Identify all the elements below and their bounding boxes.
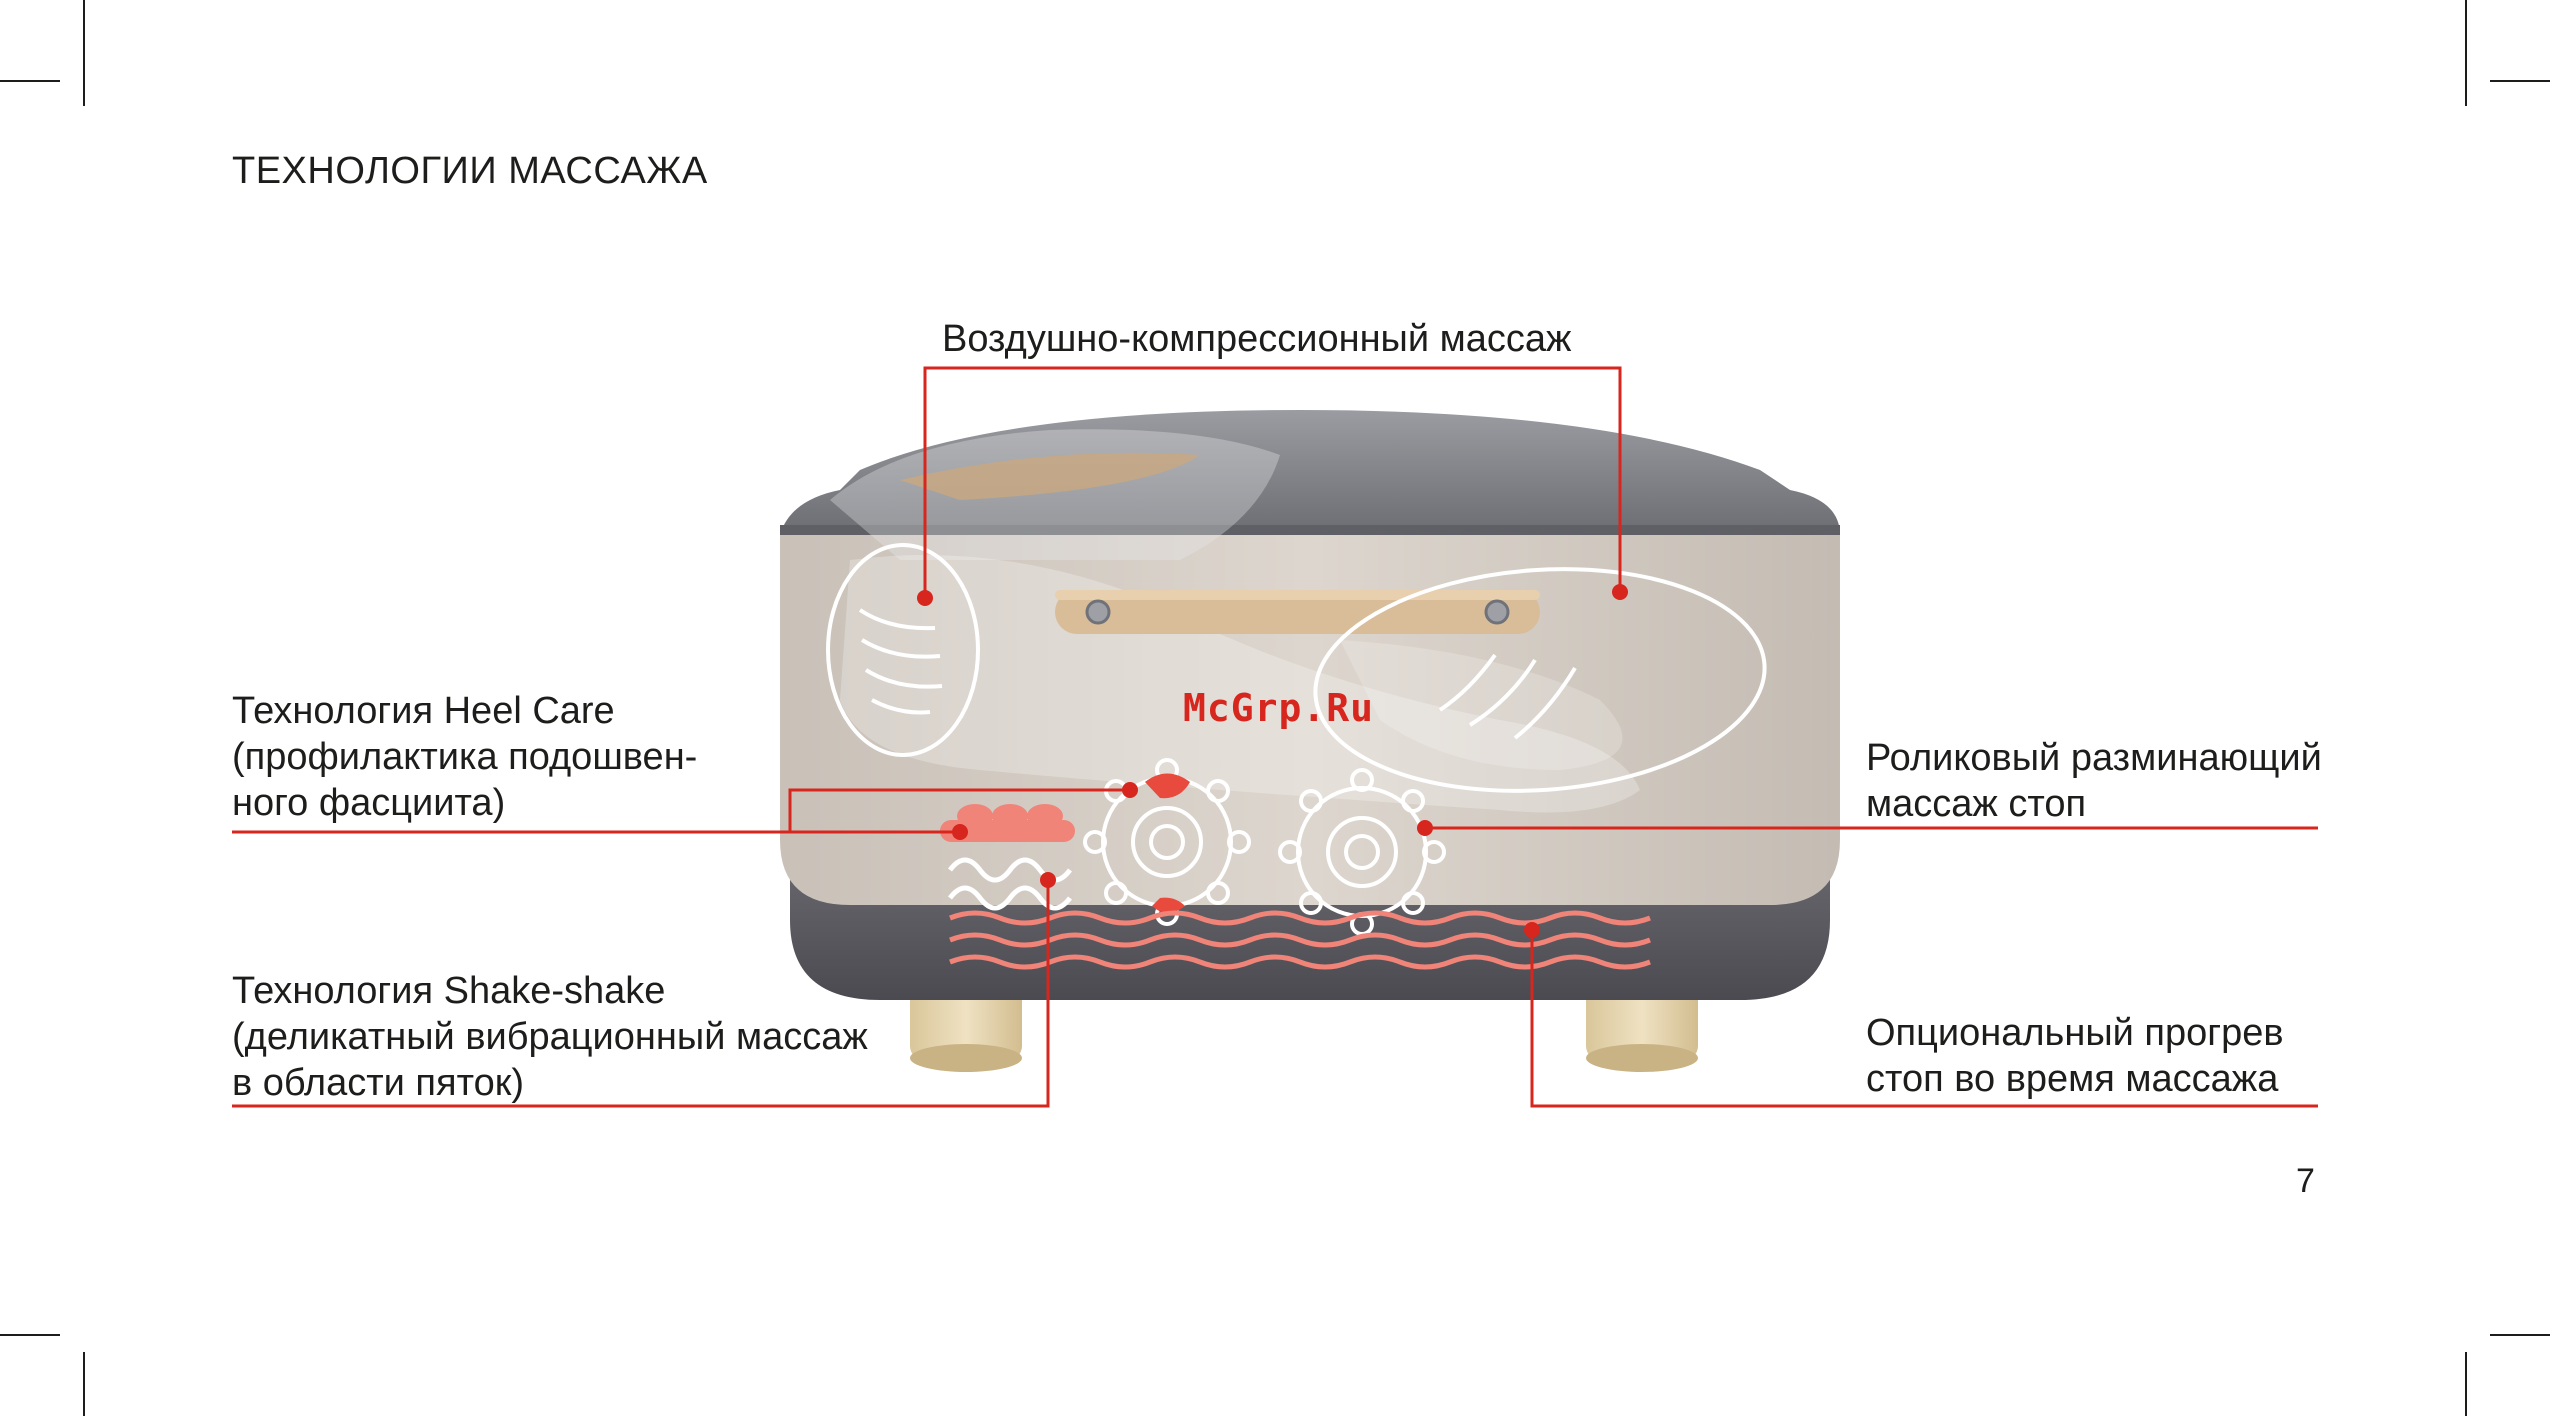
callout-heating: Опциональный прогрев стоп во время масса… [1866, 1010, 2284, 1102]
callout-line: в области пяток) [232, 1060, 868, 1106]
callout-line: массаж стоп [1866, 781, 2322, 827]
callout-roller: Роликовый разминающий массаж стоп [1866, 735, 2322, 827]
dot-heel-care-top [1122, 782, 1138, 798]
dot-heel-care [952, 824, 968, 840]
callout-shake: Технология Shake-shake (деликатный вибра… [232, 968, 868, 1106]
transparent-window [830, 429, 1280, 560]
leather-handle [1055, 590, 1540, 634]
callout-line: Технология Heel Care [232, 688, 697, 734]
callout-line: Технология Shake-shake [232, 968, 868, 1014]
page-number: 7 [2296, 1162, 2315, 1201]
callout-heel-care: Технология Heel Care (профилактика подош… [232, 688, 697, 826]
watermark: McGrp.Ru [1183, 686, 1374, 730]
dot-air-right [1612, 584, 1628, 600]
callout-line: Воздушно-компрессионный массаж [942, 316, 1571, 362]
callout-line: Роликовый разминающий [1866, 735, 2322, 781]
callout-line: ного фасциита) [232, 780, 697, 826]
dot-roller [1417, 820, 1433, 836]
callout-line: стоп во время массажа [1866, 1056, 2284, 1102]
callout-line: (деликатный вибрационный массаж [232, 1014, 868, 1060]
dot-shake [1040, 872, 1056, 888]
dot-air-left [917, 590, 933, 606]
callout-line: (профилактика подошвен- [232, 734, 697, 780]
callout-air-compression: Воздушно-компрессионный массаж [942, 316, 1571, 362]
dot-heating [1524, 922, 1540, 938]
callout-line: Опциональный прогрев [1866, 1010, 2284, 1056]
